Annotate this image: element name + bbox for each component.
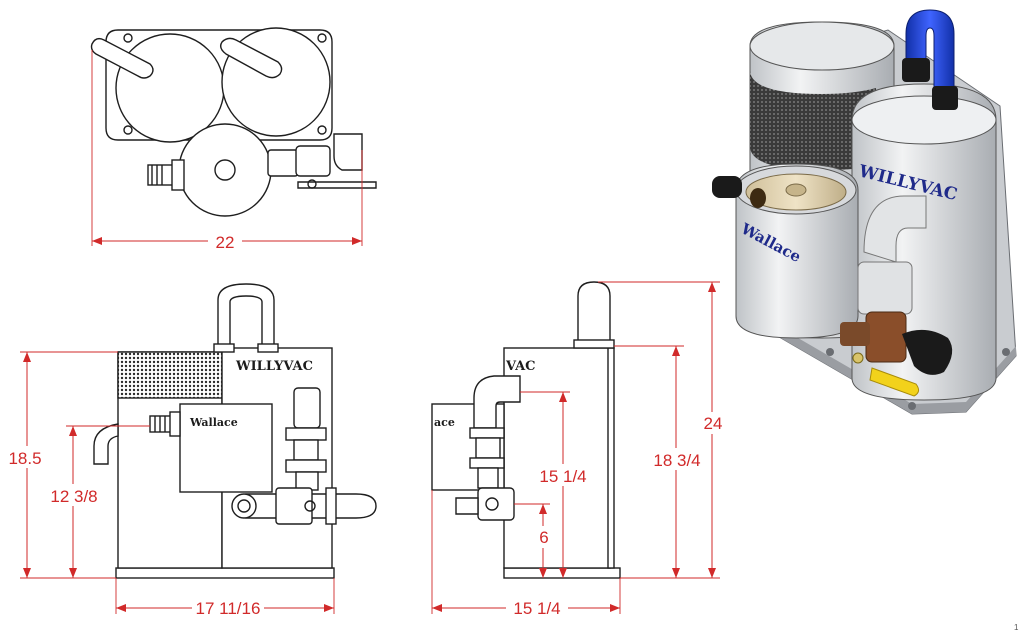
sheet-corner-mark: 1 xyxy=(1014,623,1019,632)
side-overall-height-label: 24 xyxy=(704,414,723,433)
front-box-label: Wallace xyxy=(189,416,238,429)
front-view: WILLYVAC Wallace xyxy=(93,283,377,579)
isometric-view: WILLYVAC Wallace xyxy=(712,9,1017,415)
side-width-label: 15 1/4 xyxy=(513,599,560,618)
front-inlet-dimension: 12 3/8 xyxy=(46,425,150,578)
front-brand-label: WILLYVAC xyxy=(235,359,313,374)
front-height-dimension: 18.5 xyxy=(4,351,118,579)
side-tank-height-label: 18 3/4 xyxy=(653,451,700,470)
front-width-label: 17 11/16 xyxy=(196,599,261,618)
side-box-label: ace xyxy=(434,416,455,429)
front-inlet-height-label: 12 3/8 xyxy=(50,487,97,506)
front-width-dimension: 17 11/16 xyxy=(115,578,335,618)
side-view: VAC ace xyxy=(431,281,621,579)
front-height-label: 18.5 xyxy=(8,449,41,468)
side-overall-height-dimension: 24 xyxy=(598,281,726,578)
top-view xyxy=(90,27,377,217)
side-lower-port-label: 6 xyxy=(539,528,548,547)
side-width-dimension: 15 1/4 xyxy=(431,490,621,618)
side-lower-port-dimension: 6 xyxy=(514,503,554,578)
top-width-label: 22 xyxy=(216,233,235,252)
top-width-dimension: 22 xyxy=(91,50,363,252)
side-brand-label: VAC xyxy=(505,359,536,374)
side-tank-height-dimension: 18 3/4 xyxy=(614,345,720,579)
side-upper-port-dimension: 15 1/4 xyxy=(520,391,592,578)
side-upper-port-label: 15 1/4 xyxy=(539,467,586,486)
front-mesh-filter xyxy=(117,351,223,399)
